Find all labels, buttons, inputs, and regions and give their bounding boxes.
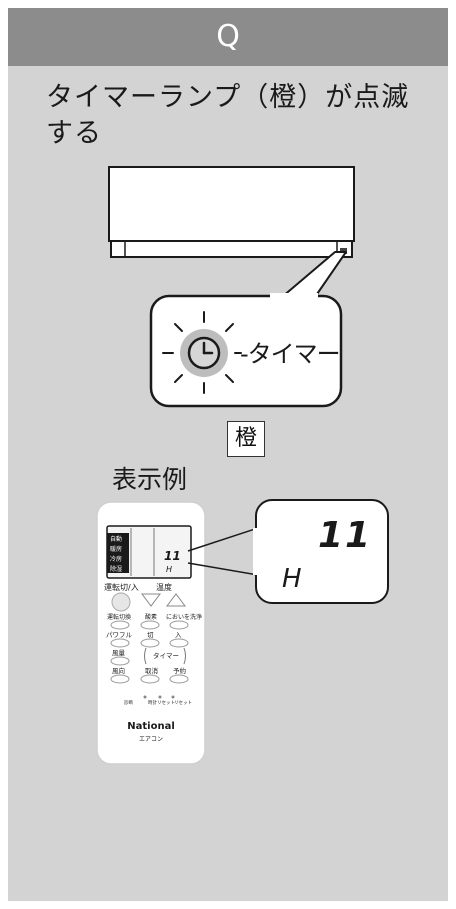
lcd-digits-bottom: H (166, 565, 172, 574)
oxygen-label: 酸素 (145, 613, 157, 621)
oxygen-button[interactable] (140, 620, 160, 630)
question-header: Q (8, 8, 448, 66)
mode-cool: 冷房 (110, 555, 122, 563)
powerful-button[interactable] (110, 638, 130, 648)
odor-wash-label: においを洗浄 (166, 613, 202, 621)
clock-reset-label: 時計リセット (148, 699, 175, 706)
timer-on-button[interactable] (169, 638, 189, 648)
display-example-label: 表示例 (112, 465, 188, 494)
question-title: タイマーランプ（橙）が点滅 する (46, 80, 436, 152)
odor-wash-button[interactable] (169, 620, 189, 630)
temp-down-button[interactable] (141, 593, 161, 607)
brand-logo: National (127, 721, 175, 732)
blink-rays-icon (162, 311, 242, 394)
diagnose-label: 診断 (124, 699, 133, 706)
cancel-button[interactable] (140, 674, 160, 684)
fan-speed-button[interactable] (110, 656, 130, 666)
timer-group-label: タイマー (153, 651, 179, 660)
mode-auto: 自動 (110, 535, 122, 543)
mode-heat: 暖房 (110, 545, 122, 553)
lcd-digits-top: 11 (164, 549, 181, 563)
mode-switch-label: 運転切換 (107, 613, 131, 621)
timer-off-label: 切 (147, 631, 154, 639)
timer-on-label: 入 (175, 631, 182, 639)
timer-off-button[interactable] (140, 638, 160, 648)
fan-speed-label: 風量 (112, 649, 126, 657)
reserve-label: 予約 (173, 666, 187, 675)
cancel-label: 取消 (145, 666, 159, 675)
air-direction-button[interactable] (110, 674, 130, 684)
air-direction-label: 風向 (112, 666, 125, 675)
zoom-digits-bottom: H (282, 564, 302, 594)
product-label: エアコン (139, 736, 163, 743)
powerful-label: パワフル (106, 631, 133, 639)
temp-up-button[interactable] (166, 593, 186, 607)
indicator-callout (149, 294, 343, 408)
reserve-button[interactable] (169, 674, 189, 684)
zoom-digits-top: 11 (318, 515, 372, 556)
remote-control: 自動 暖房 冷房 除湿 11 H 運転切/入 温度 運転切換 酸素 においを洗浄… (96, 501, 206, 765)
mode-dry: 除湿 (110, 565, 122, 573)
air-conditioner-unit (108, 166, 355, 258)
power-button[interactable] (111, 592, 131, 612)
question-title-line2: する (46, 118, 102, 149)
question-title-line1: タイマーランプ（橙）が点滅 (46, 82, 410, 113)
mode-switch-button[interactable] (110, 620, 130, 630)
temp-label: 温度 (156, 582, 172, 592)
power-label: 運転切/入 (104, 583, 139, 592)
clock-icon (180, 329, 228, 377)
timer-lamp-label: -タイマー (240, 340, 340, 368)
reset-label: リセット (174, 700, 192, 706)
display-zoom: 11 H (253, 499, 389, 604)
lamp-color-label: 橙 (227, 421, 265, 457)
